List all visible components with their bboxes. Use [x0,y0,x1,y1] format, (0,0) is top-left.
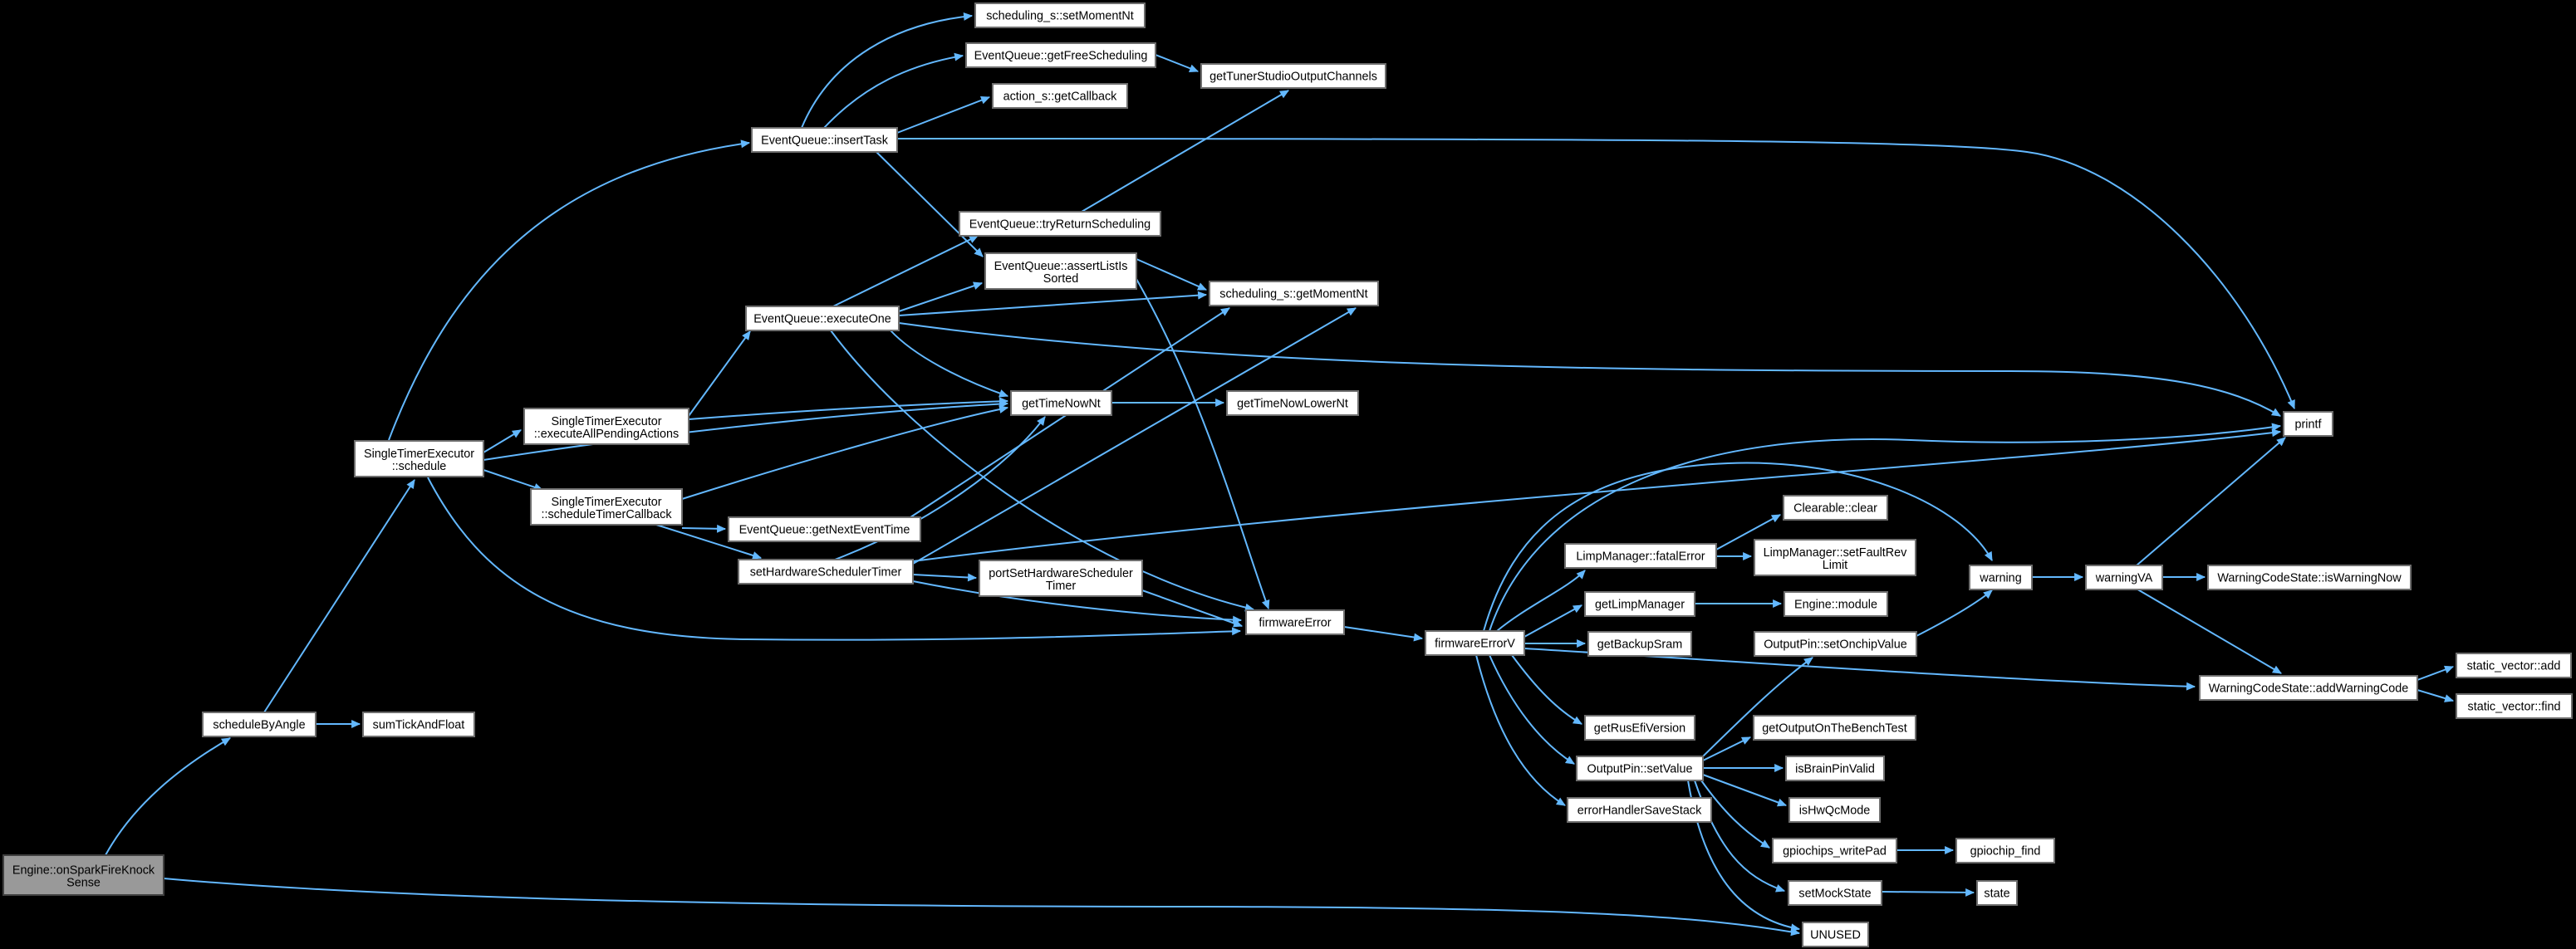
svg-text:EventQueue::insertTask: EventQueue::insertTask [761,135,889,148]
svg-text:getTunerStudioOutputChannels: getTunerStudioOutputChannels [1209,71,1377,84]
svg-text:action_s::getCallback: action_s::getCallback [1003,90,1118,104]
svg-text:scheduleByAngle: scheduleByAngle [213,719,305,732]
svg-text:LimpManager::fatalError: LimpManager::fatalError [1576,550,1705,564]
svg-text:EventQueue::assertListIs: EventQueue::assertListIs [994,260,1128,273]
svg-text:LimpManager::setFaultRev: LimpManager::setFaultRev [1764,546,1908,560]
svg-text:Engine::module: Engine::module [1794,599,1877,612]
svg-text:getRusEfiVersion: getRusEfiVersion [1594,722,1685,736]
svg-text:warningVA: warningVA [2095,572,2153,585]
svg-text:::executeAllPendingActions: ::executeAllPendingActions [534,428,679,441]
svg-text:state: state [1984,888,2009,901]
svg-text:SingleTimerExecutor: SingleTimerExecutor [551,496,661,509]
svg-text:::schedule: ::schedule [392,460,447,473]
svg-text:Sense: Sense [66,877,101,890]
svg-text:setHardwareSchedulerTimer: setHardwareSchedulerTimer [750,566,902,580]
svg-text:WarningCodeState::isWarningNow: WarningCodeState::isWarningNow [2217,572,2402,585]
svg-text:printf: printf [2295,418,2323,432]
svg-text:gpiochips_writePad: gpiochips_writePad [1783,845,1887,859]
svg-text:OutputPin::setValue: OutputPin::setValue [1587,763,1693,776]
svg-text:static_vector::find: static_vector::find [2468,701,2561,714]
svg-text:portSetHardwareScheduler: portSetHardwareScheduler [989,567,1133,580]
svg-text:WarningCodeState::addWarningCo: WarningCodeState::addWarningCode [2209,682,2409,696]
svg-text:Engine::onSparkFireKnock: Engine::onSparkFireKnock [12,864,155,878]
svg-text:EventQueue::tryReturnSchedulin: EventQueue::tryReturnScheduling [969,218,1151,232]
svg-text:getOutputOnTheBenchTest: getOutputOnTheBenchTest [1762,722,1906,736]
svg-text:scheduling_s::setMomentNt: scheduling_s::setMomentNt [986,10,1134,23]
svg-text:getTimeNowLowerNt: getTimeNowLowerNt [1237,398,1348,411]
svg-text:::scheduleTimerCallback: ::scheduleTimerCallback [541,508,672,521]
svg-text:Sorted: Sorted [1043,272,1078,286]
svg-text:SingleTimerExecutor: SingleTimerExecutor [364,448,474,461]
svg-text:warning: warning [1979,572,2021,585]
svg-text:getTimeNowNt: getTimeNowNt [1022,398,1101,411]
svg-text:Limit: Limit [1823,559,1847,572]
svg-text:Clearable::clear: Clearable::clear [1793,502,1877,516]
svg-text:static_vector::add: static_vector::add [2467,660,2561,673]
svg-text:isBrainPinValid: isBrainPinValid [1795,763,1875,776]
svg-text:firmwareError: firmwareError [1259,617,1331,630]
svg-text:gpiochip_find: gpiochip_find [1970,845,2041,859]
svg-text:setMockState: setMockState [1798,888,1871,901]
svg-text:getBackupSram: getBackupSram [1597,638,1682,652]
svg-text:isHwQcMode: isHwQcMode [1799,805,1871,818]
svg-text:SingleTimerExecutor: SingleTimerExecutor [551,415,661,428]
svg-text:Timer: Timer [1046,580,1076,593]
svg-text:scheduling_s::getMomentNt: scheduling_s::getMomentNt [1219,288,1367,301]
svg-text:OutputPin::setOnchipValue: OutputPin::setOnchipValue [1764,638,1907,652]
svg-text:getLimpManager: getLimpManager [1595,599,1685,612]
svg-text:EventQueue::executeOne: EventQueue::executeOne [753,313,891,326]
svg-text:EventQueue::getNextEventTime: EventQueue::getNextEventTime [739,524,910,537]
svg-text:EventQueue::getFreeScheduling: EventQueue::getFreeScheduling [974,50,1148,63]
svg-text:UNUSED: UNUSED [1810,929,1861,942]
svg-text:firmwareErrorV: firmwareErrorV [1435,638,1515,651]
svg-text:errorHandlerSaveStack: errorHandlerSaveStack [1577,805,1702,818]
svg-text:sumTickAndFloat: sumTickAndFloat [373,719,465,732]
